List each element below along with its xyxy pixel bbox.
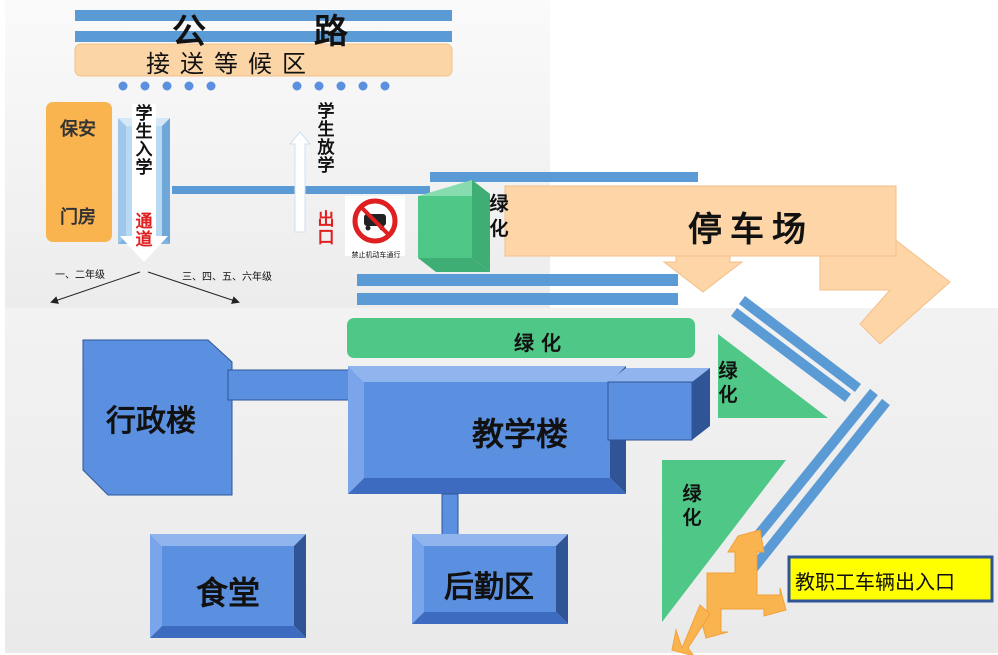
staff-gate-arrow [671, 529, 787, 655]
grade-right-label: 三、四、五、六年级 [182, 272, 272, 283]
green-cube [418, 180, 490, 272]
teaching-building-label: 教学楼 [472, 415, 569, 453]
road-title: 公 路 [172, 12, 396, 52]
greenery-right-upper-label: 绿化 [718, 360, 738, 406]
no-vehicle-sign [345, 196, 405, 256]
logistics-building-label: 后勤区 [444, 570, 534, 605]
road-stripe-top [75, 10, 452, 21]
green-triangle-upper [718, 334, 828, 418]
logistics-connector [441, 493, 459, 537]
diagonal-road [730, 296, 890, 574]
stripe-a [357, 274, 678, 286]
grade-arrow-left [50, 271, 141, 304]
entry-label: 学生入学 [135, 104, 153, 178]
teaching-annex [607, 368, 710, 441]
guard-line2: 门房 [60, 207, 96, 228]
guard-line1: 保安 [60, 119, 96, 140]
staff-gate-label-bg [787, 555, 994, 603]
exit-word: 出口 [317, 210, 335, 248]
greenery-band [347, 318, 695, 358]
waiting-dots [118, 81, 390, 91]
staff-gate-label: 教职工车辆出入口 [795, 570, 955, 594]
parking-arrow-right [819, 227, 951, 345]
teaching-building [348, 366, 626, 494]
admin-building-label: 行政楼 [106, 404, 196, 439]
parking-lot [504, 185, 897, 257]
road-stripe-bottom [75, 31, 452, 42]
grade-arrow-right [147, 271, 240, 304]
greenery-top-label: 绿化 [489, 193, 509, 240]
canteen-building [150, 534, 306, 638]
exit-arrow [288, 131, 312, 233]
green-triangle-lower [662, 460, 786, 622]
waiting-zone-label: 接送等候区 [146, 50, 316, 78]
admin-building [82, 339, 233, 496]
guard-house [46, 102, 112, 242]
parking-label: 停车场 [688, 210, 814, 250]
entry-channel-label: 通道 [135, 212, 153, 250]
entry-arrow [120, 104, 168, 262]
admin-connector [227, 369, 353, 401]
parking-top-stripe [430, 172, 698, 182]
greenery-band-label: 绿 化 [514, 331, 561, 355]
canteen-building-label: 食堂 [196, 574, 261, 612]
greenery-right-lower-label: 绿化 [682, 483, 702, 529]
exit-label: 学生放学 [317, 102, 335, 176]
logistics-building [412, 534, 568, 624]
waiting-zone-bar [74, 43, 453, 77]
grade-left-label: 一、二年级 [55, 270, 105, 281]
no-vehicle-text: 禁止机动车通行 [351, 251, 401, 259]
stripe-b [357, 293, 678, 305]
